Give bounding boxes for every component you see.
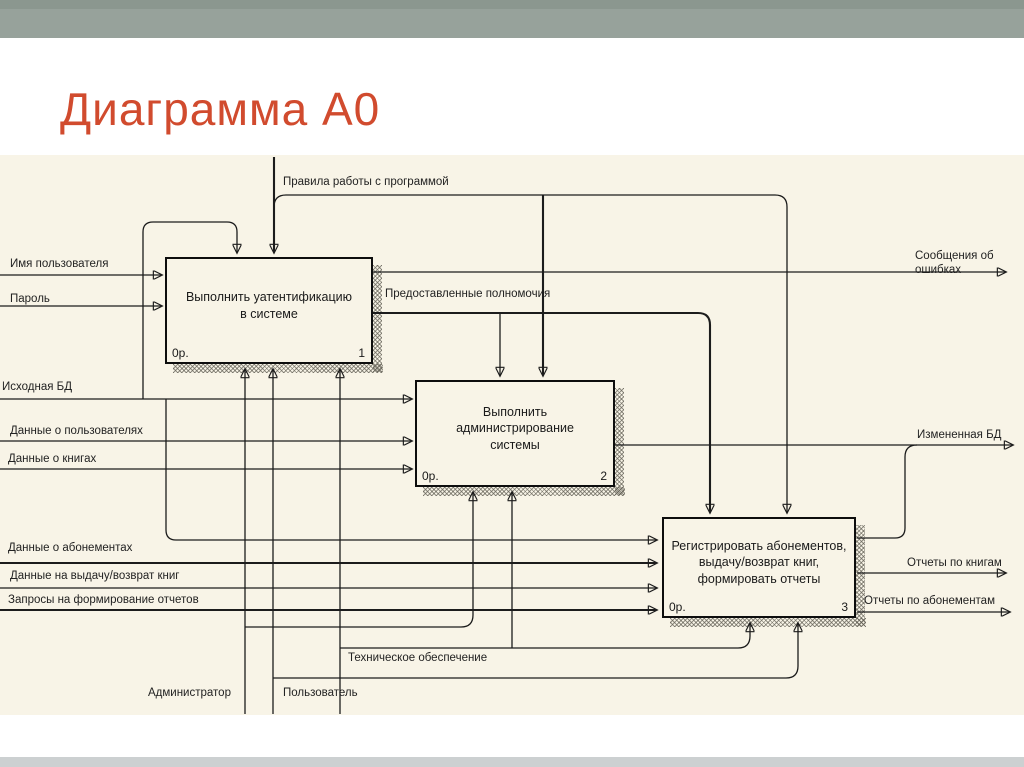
process-box-title: Регистрировать абонементов, выдачу/возвр… xyxy=(671,539,847,586)
flow-label-reports-subs: Отчеты по абонементам xyxy=(864,595,995,607)
process-box-administration: Выполнить администрирование системы 0р. … xyxy=(415,380,615,487)
process-box-cost: 0р. xyxy=(669,600,686,614)
slide-top-bar xyxy=(0,0,1024,38)
box1-shadow-right xyxy=(373,265,382,372)
process-box-title: Выполнить уатентификацию в системе xyxy=(185,290,353,321)
process-box-cost: 0р. xyxy=(172,346,189,360)
flow-label-issue-return: Данные на выдачу/возврат книг xyxy=(10,570,180,582)
flow-label-user: Пользователь xyxy=(283,687,358,699)
slide-top-bar-accent xyxy=(0,0,1024,9)
flow-label-users-data: Данные о пользователях xyxy=(10,425,143,437)
flow-label-administrator: Администратор xyxy=(148,687,231,699)
flow-label-password: Пароль xyxy=(10,293,50,305)
process-box-number: 3 xyxy=(841,600,848,614)
box2-shadow-right xyxy=(615,388,624,495)
flow-label-subscriptions: Данные о абонементах xyxy=(8,542,133,554)
box3-shadow-bottom xyxy=(670,618,866,627)
slide-title: Диаграмма А0 xyxy=(60,83,381,135)
box3-shadow-right xyxy=(856,525,865,626)
process-box-registration: Регистрировать абонементов, выдачу/возвр… xyxy=(662,517,856,618)
flow-label-rules: Правила работы с программой xyxy=(283,176,449,188)
process-box-authentication: Выполнить уатентификацию в системе 0р. 1 xyxy=(165,257,373,364)
process-box-number: 2 xyxy=(600,469,607,483)
flow-label-technical: Техническое обеспечение xyxy=(348,652,488,664)
process-box-cost: 0р. xyxy=(422,469,439,483)
flow-label-report-requests: Запросы на формирование отчетов xyxy=(8,594,199,606)
flow-label-changed-db: Измененная БД xyxy=(917,429,1002,441)
slide-bottom-strip xyxy=(0,757,1024,767)
process-box-number: 1 xyxy=(358,346,365,360)
flow-label-permissions: Предоставленные полномочия xyxy=(385,288,551,300)
box1-shadow-bottom xyxy=(173,364,383,373)
flow-label-books-data: Данные о книгах xyxy=(8,453,97,465)
process-box-title: Выполнить администрирование системы xyxy=(456,405,574,452)
flow-label-username: Имя пользователя xyxy=(10,258,109,270)
flow-label-error-messages: Сообщения об ошибках xyxy=(915,250,994,277)
flow-label-reports-books: Отчеты по книгам xyxy=(907,557,1002,569)
flow-label-source-db: Исходная БД xyxy=(2,381,72,393)
box2-shadow-bottom xyxy=(423,487,625,496)
